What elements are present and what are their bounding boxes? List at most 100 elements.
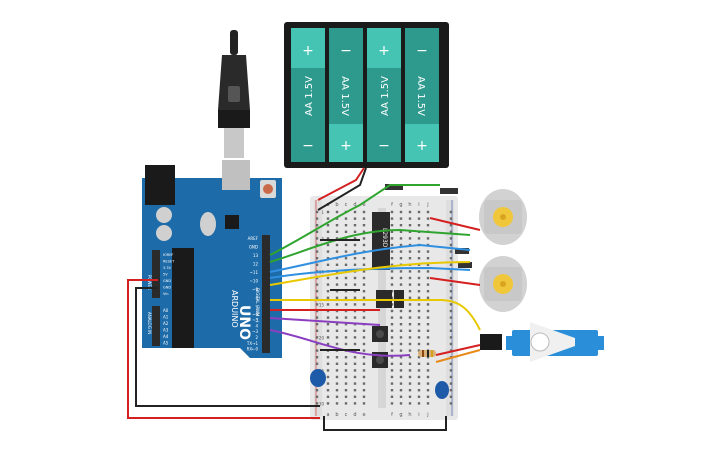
bb-hole (408, 369, 412, 372)
bb-col-label: f (391, 412, 393, 418)
bb-hole (390, 250, 394, 253)
bb-hole (344, 276, 348, 280)
battery-pack: +−AA 1.5V−+AA 1.5V+−AA 1.5V−+AA 1.5V (284, 22, 449, 168)
bb-hole (326, 356, 330, 359)
bb-rail-hole (315, 362, 319, 365)
bb-hole (326, 296, 330, 299)
bb-hole (408, 257, 412, 260)
bb-rail-hole (315, 210, 319, 214)
bb-hole (399, 395, 403, 398)
bb-hole (417, 375, 421, 379)
bb-hole (399, 336, 403, 339)
bb-hole (399, 217, 403, 220)
pin-label: ~3 (252, 329, 258, 334)
bb-rail-hole (449, 389, 453, 392)
bb-hole (390, 224, 394, 227)
arduino-brand: ARDUINO (230, 290, 239, 328)
bb-rail-hole (449, 342, 453, 346)
bb-hole (362, 217, 366, 220)
wire-5v (127, 279, 320, 419)
bb-hole (408, 276, 412, 280)
bb-rail-hole (315, 395, 319, 398)
bb-hole (426, 389, 430, 392)
bb-hole (353, 329, 357, 332)
bb-hole (326, 303, 330, 306)
cell-bottom-sign: + (340, 138, 352, 154)
bb-hole (390, 395, 394, 398)
bb-hole (417, 210, 421, 214)
bb-hole (362, 237, 366, 240)
bb-rail-hole (449, 336, 453, 339)
bb-rail-hole (449, 362, 453, 365)
bb-rail-hole (449, 270, 453, 273)
bb-hole (399, 257, 403, 260)
bb-rail-hole (449, 250, 453, 253)
bb-rail-hole (315, 217, 319, 220)
cell-label: AA 1.5V (304, 76, 315, 116)
bb-hole (344, 296, 348, 299)
bb-hole (326, 329, 330, 332)
bb-hole (344, 237, 348, 240)
battery-cell: −+AA 1.5V (329, 28, 363, 162)
bb-hole (426, 375, 430, 379)
wire-battery-positive (317, 167, 365, 201)
bb-hole (344, 230, 348, 233)
bb-hole (344, 217, 348, 220)
pin-label: A0 (163, 308, 169, 313)
bb-hole (362, 395, 366, 398)
bb-hole (326, 395, 330, 398)
bb-hole (408, 336, 412, 339)
bb-rail-hole (449, 224, 453, 227)
pin-label: ~10 (250, 279, 259, 284)
bb-hole (353, 362, 357, 365)
bb-hole (399, 230, 403, 233)
bb-col-label: h (408, 412, 411, 418)
bb-hole (426, 224, 430, 227)
bb-rail-hole (449, 402, 453, 405)
bb-col-label: j (426, 412, 428, 418)
dc-motor-2 (479, 256, 527, 312)
bb-hole (362, 369, 366, 372)
bb-hole (399, 210, 403, 214)
bb-rail-hole (449, 243, 453, 247)
battery-cell: +−AA 1.5V (291, 28, 325, 162)
bb-hole (353, 210, 357, 214)
bb-hole (417, 257, 421, 260)
bb-hole (362, 342, 366, 346)
pin-label: A4 (163, 334, 169, 339)
pin-label: RX←0 (247, 347, 259, 352)
pin-label: 5V (163, 273, 168, 277)
bb-hole (344, 257, 348, 260)
bb-hole (335, 243, 339, 247)
bb-hole (362, 356, 366, 359)
bb-hole (426, 316, 430, 319)
bb-hole (408, 250, 412, 253)
bb-hole (426, 342, 430, 346)
bb-hole (344, 323, 348, 326)
bb-hole (362, 257, 366, 260)
bb-rail-hole (449, 309, 453, 313)
bb-hole (344, 402, 348, 405)
bb-hole (417, 316, 421, 319)
bb-hole (326, 389, 330, 392)
bb-rail-hole (449, 283, 453, 286)
digital-header-label: DIGITAL (PWM ~) (255, 288, 260, 323)
bb-hole (362, 382, 366, 385)
bb-hole (326, 336, 330, 339)
bb-hole (326, 250, 330, 253)
bb-hole (399, 375, 403, 379)
bb-hole (426, 290, 430, 293)
bb-hole (390, 257, 394, 260)
bb-hole (344, 375, 348, 379)
bb-col-label: h (408, 202, 411, 208)
bb-rail-hole (315, 276, 319, 280)
cell-label: AA 1.5V (415, 76, 426, 116)
bb-hole (326, 375, 330, 379)
bb-hole (426, 237, 430, 240)
bb-hole (353, 230, 357, 233)
bb-hole (326, 210, 330, 214)
bb-rail-hole (315, 257, 319, 260)
bb-hole (362, 224, 366, 227)
bb-hole (353, 243, 357, 247)
pin-label: A3 (163, 328, 169, 333)
